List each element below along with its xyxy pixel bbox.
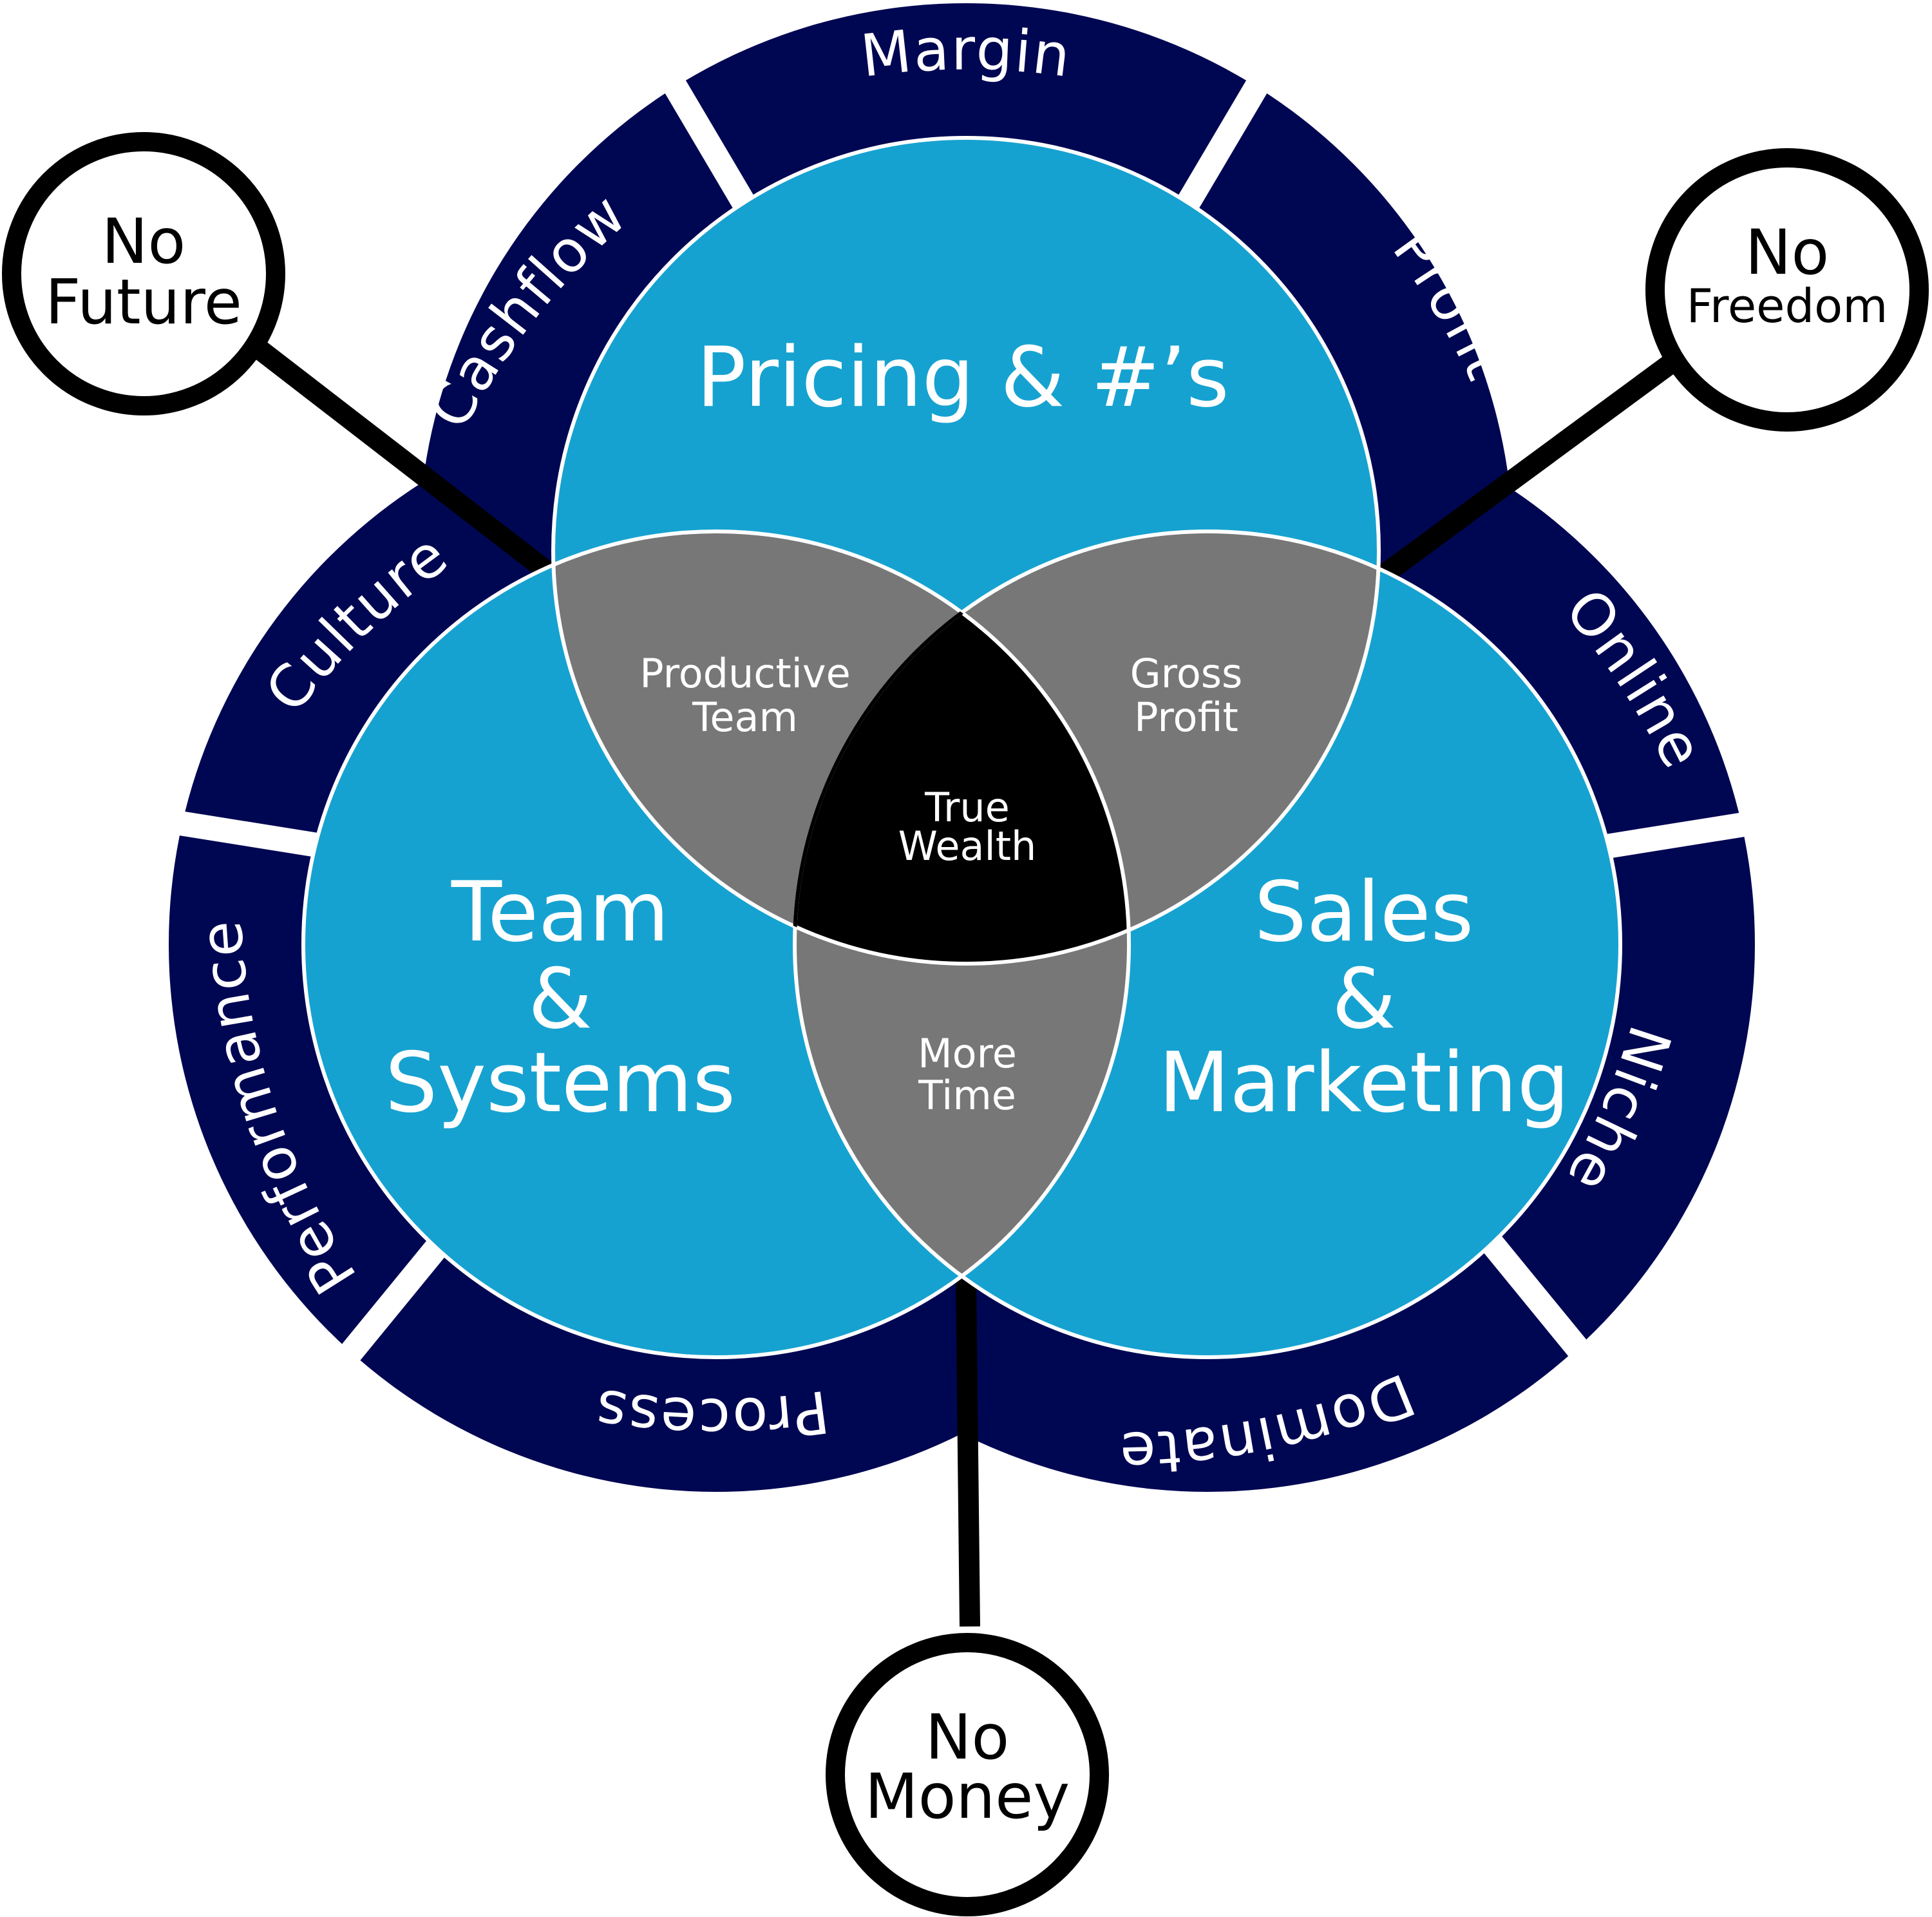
title-team-line2: & (528, 951, 592, 1047)
bubble-no-freedom (1645, 148, 1929, 432)
outcome-money-line2: Money (865, 1760, 1070, 1833)
venn-circles (301, 136, 1622, 1359)
overlap-labels: Productive Team Gross Profit More Time T… (639, 650, 1242, 1119)
title-sales-line2: & (1332, 951, 1396, 1047)
connector-freedom (1375, 352, 1681, 585)
circle-outlines (301, 136, 1622, 1359)
label-gross-line2: Profit (1134, 694, 1238, 741)
title-pricing: Pricing & #’s (696, 330, 1229, 426)
title-team-line3: Systems (385, 1035, 735, 1131)
bubble-no-money (826, 1633, 1109, 1916)
outcome-freedom-line2: Freedom (1687, 279, 1888, 333)
circle-titles: Pricing & #’s Team & Systems Sales & Mar… (385, 330, 1569, 1131)
title-sales-line3: Marketing (1159, 1035, 1569, 1131)
outcome-future-line1: No (102, 205, 186, 278)
label-gross-line1: Gross (1130, 650, 1243, 697)
outcome-no-freedom: No Freedom (1645, 148, 1929, 432)
label-moretime-line1: More (918, 1030, 1017, 1077)
label-truewealth-line1: True (924, 784, 1010, 831)
outcome-freedom-line1: No (1745, 216, 1830, 289)
connector-future (251, 339, 560, 585)
connector-money (956, 1278, 980, 1627)
overlap-true-wealth (795, 531, 1129, 964)
ring-label-process: Process (590, 1375, 833, 1453)
connectors (251, 339, 1681, 1627)
ring-dividers (146, 71, 1786, 1380)
outcome-no-money: No Money (826, 1633, 1109, 1916)
bubble-no-future (2, 132, 285, 415)
outcome-money-line1: No (925, 1701, 1010, 1773)
label-truewealth-line2: Wealth (898, 823, 1037, 870)
outcome-no-future: No Future (2, 132, 285, 415)
label-productive-line2: Team (692, 694, 798, 741)
label-moretime-line2: Time (918, 1072, 1016, 1119)
label-productive-line1: Productive (639, 650, 850, 697)
title-sales-line1: Sales (1255, 864, 1474, 960)
outcome-future-line2: Future (45, 266, 242, 338)
title-team-line1: Team (451, 864, 669, 960)
outcome-bubbles: No Future No Freedom No Money (2, 132, 1929, 1916)
ring-label-margin: Margin (858, 15, 1075, 90)
